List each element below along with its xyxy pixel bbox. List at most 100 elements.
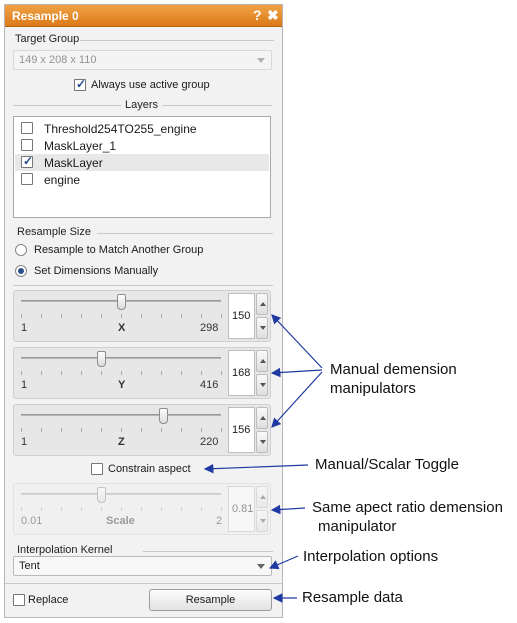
list-item[interactable]: Threshold254TO255_engine [15, 120, 269, 137]
slider-tick [101, 507, 102, 511]
slider-tick [61, 507, 62, 511]
radio-match-group[interactable] [15, 244, 27, 256]
replace-label: Replace [28, 594, 69, 606]
z-value: 156 [232, 424, 251, 436]
slider-tick [101, 314, 102, 318]
x-value-field[interactable]: 150 [228, 293, 255, 339]
layer-label: Threshold254TO255_engine [44, 122, 197, 136]
spin-up-button[interactable] [256, 486, 268, 508]
scale-value-field[interactable]: 0.81 [228, 486, 255, 532]
layer-checkbox[interactable] [21, 122, 33, 134]
layers-label: Layers [125, 99, 159, 111]
layer-label: engine [44, 173, 81, 187]
resample-button[interactable]: Resample [149, 589, 272, 611]
annotation-dimension-line2: manipulators [330, 380, 416, 397]
layer-checkbox[interactable]: ✓ [21, 154, 33, 168]
spin-down-button[interactable] [256, 374, 268, 396]
replace-checkbox[interactable] [13, 594, 25, 606]
list-item[interactable]: engine [15, 171, 269, 188]
slider-tick [81, 314, 82, 318]
slider-tick [161, 371, 162, 375]
spin-up-button[interactable] [256, 350, 268, 372]
slider-tick [121, 507, 122, 511]
slider-tick [141, 371, 142, 375]
arrow-to-x [271, 314, 323, 369]
target-group-select[interactable]: 149 x 208 x 110 [13, 50, 272, 70]
list-item[interactable]: ✓ MaskLayer [15, 154, 269, 171]
slider-tick [181, 428, 182, 432]
arrow-up-icon [260, 359, 266, 363]
slider-thumb[interactable] [158, 408, 168, 424]
spin-down-button[interactable] [256, 317, 268, 339]
slider-tick [41, 428, 42, 432]
always-active-checkbox[interactable]: ✓ [74, 77, 87, 91]
slider-tick [181, 507, 182, 511]
annotation-interp: Interpolation options [303, 548, 439, 565]
arrow-to-scale [270, 504, 306, 515]
slider-tick [121, 428, 122, 432]
arrow-down-icon [260, 519, 266, 523]
slider-tick [201, 428, 202, 432]
slider-tick [221, 507, 222, 511]
arrow-to-z [271, 371, 323, 428]
divider [5, 583, 282, 584]
arrow-up-icon [260, 416, 266, 420]
y-value: 168 [232, 367, 251, 379]
annotation-resample: Resample data [302, 589, 403, 606]
radio-manual-label: Set Dimensions Manually [34, 265, 159, 277]
layer-checkbox[interactable] [21, 139, 33, 151]
layer-checkbox[interactable] [21, 173, 33, 185]
list-item[interactable]: MaskLayer_1 [15, 137, 269, 154]
window-title: Resample 0 [12, 9, 79, 23]
target-group-value: 149 x 208 x 110 [19, 54, 97, 66]
slider-thumb[interactable] [96, 351, 106, 367]
target-group-label: Target Group [15, 33, 80, 45]
slider-tick [81, 428, 82, 432]
slider-tick [81, 371, 82, 375]
interpolation-value: Tent [19, 560, 40, 572]
slider-thumb[interactable] [116, 294, 126, 310]
slider-tick [121, 314, 122, 318]
resample-panel: Resample 0 ? ✖ Target Group 149 x 208 x … [4, 4, 283, 618]
spin-up-button[interactable] [256, 293, 268, 315]
annotation-scale-line2: manipulator [318, 518, 397, 535]
slider-min: 1 [21, 436, 28, 448]
slider-tick [161, 314, 162, 318]
slider-y: 1 Y 416 168 [13, 347, 271, 399]
divider [13, 105, 121, 106]
arrow-down-icon [260, 440, 266, 444]
slider-thumb[interactable] [96, 487, 106, 503]
arrow-down-icon [260, 383, 266, 387]
slider-tick [61, 371, 62, 375]
interpolation-select[interactable]: Tent [13, 556, 272, 576]
spin-down-button[interactable] [256, 431, 268, 453]
constrain-aspect-checkbox[interactable] [91, 463, 103, 475]
y-value-field[interactable]: 168 [228, 350, 255, 396]
divider [13, 285, 273, 286]
slider-track [21, 414, 221, 416]
slider-tick [21, 314, 22, 318]
slider-tick [41, 371, 42, 375]
divider [162, 105, 272, 106]
slider-tick [221, 428, 222, 432]
arrow-to-y [270, 367, 323, 378]
annotation-scale-line1: Same apect ratio demension [312, 499, 503, 516]
z-value-field[interactable]: 156 [228, 407, 255, 453]
arrow-to-interp [268, 555, 299, 570]
close-icon[interactable]: ✖ [267, 7, 279, 23]
slider-tick [121, 371, 122, 375]
spin-down-button[interactable] [256, 510, 268, 532]
interpolation-label: Interpolation Kernel [17, 544, 113, 556]
spin-up-button[interactable] [256, 407, 268, 429]
chevron-down-icon [257, 564, 265, 569]
slider-tick [21, 428, 22, 432]
checkmark-icon: ✓ [76, 77, 87, 91]
slider-tick [141, 428, 142, 432]
resample-size-label: Resample Size [17, 226, 91, 238]
radio-match-label: Resample to Match Another Group [34, 244, 204, 256]
slider-min: 1 [21, 322, 28, 334]
help-icon[interactable]: ? [253, 7, 262, 23]
radio-set-manual[interactable] [15, 265, 27, 277]
layer-label: MaskLayer [44, 156, 103, 170]
